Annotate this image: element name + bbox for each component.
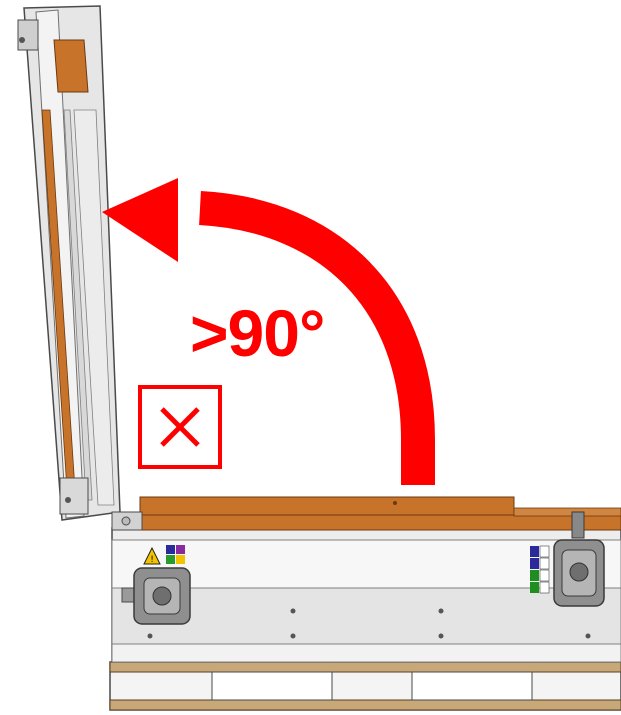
crate-body: !: [109, 496, 621, 711]
rotation-arrow: [102, 178, 435, 485]
left-latch: [121, 567, 191, 625]
opened-lid: [17, 5, 121, 521]
warning-box: [138, 385, 222, 469]
svg-text:!: !: [150, 555, 154, 565]
left-warning-labels: !: [143, 545, 185, 565]
right-latch: [553, 511, 605, 607]
cross-icon: [160, 407, 200, 447]
angle-label: >90°: [190, 296, 325, 370]
right-warning-labels: [530, 545, 550, 594]
